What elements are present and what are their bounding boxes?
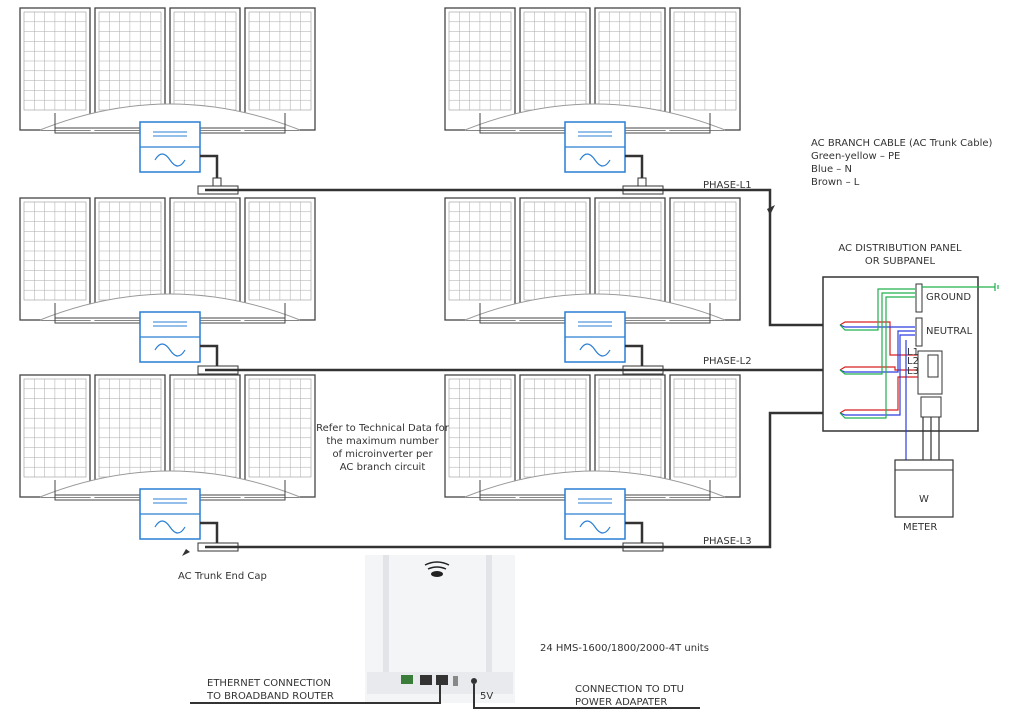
solar-panel — [19, 197, 91, 321]
phase-l1-label: PHASE-L1 — [703, 180, 752, 191]
phase-l3-label: PHASE-L3 — [703, 536, 752, 547]
wifi-icon — [424, 561, 450, 570]
solar-panel — [444, 7, 516, 131]
note-line: Refer to Technical Data for — [316, 423, 449, 434]
voltage-label: 5V — [480, 691, 494, 702]
phase-l2-label: PHASE-L2 — [703, 356, 752, 367]
solar-panel — [669, 197, 741, 321]
technical-note: Refer to Technical Data for the maximum … — [310, 422, 455, 474]
note-line: AC branch circuit — [339, 462, 426, 473]
trunk-phase-l3 — [205, 411, 840, 549]
neutral-bus — [915, 317, 923, 347]
solar-panel — [669, 7, 741, 131]
ac-wave-icon — [154, 343, 186, 357]
ethernet-label: ETHERNET CONNECTION TO BROADBAND ROUTER — [207, 677, 334, 703]
ac-wave-icon — [579, 520, 611, 534]
arrow-icon — [767, 205, 775, 215]
ethernet-port-2 — [436, 675, 448, 685]
note-line: of microinverter per — [332, 449, 433, 460]
legend-l: Brown – L — [811, 177, 860, 188]
ac-wave-icon — [154, 520, 186, 534]
l1-label: L1 — [907, 347, 919, 358]
pv-array — [444, 197, 741, 375]
units-label: 24 HMS-1600/1800/2000-4T units — [540, 643, 709, 654]
legend-title: AC BRANCH CABLE (AC Trunk Cable) — [811, 138, 993, 149]
legend-n: Blue – N — [811, 164, 852, 175]
ac-trunk-cables — [205, 188, 840, 549]
meter-symbol: W — [919, 494, 929, 505]
antenna-left — [383, 555, 389, 685]
solar-panel — [244, 7, 316, 131]
pv-array — [444, 7, 741, 195]
panel-title-1: AC DISTRIBUTION PANEL — [838, 243, 962, 254]
l2-label: L2 — [907, 356, 919, 367]
neutral-label: NEUTRAL — [926, 326, 973, 337]
end-cap-arrow-icon — [182, 549, 190, 556]
solar-panel — [444, 197, 516, 321]
pv-array — [19, 374, 316, 552]
usb-port — [453, 676, 458, 686]
ethernet-line: TO BROADBAND ROUTER — [207, 691, 334, 702]
pv-array — [19, 7, 316, 195]
microinverter — [139, 311, 201, 363]
note-line: the maximum number — [326, 436, 439, 447]
pv-array — [19, 197, 316, 375]
panel-title-2: OR SUBPANEL — [864, 256, 936, 267]
ac-wave-icon — [579, 343, 611, 357]
ground-label: GROUND — [926, 292, 971, 303]
ethernet-port — [420, 675, 432, 685]
solar-panel — [19, 7, 91, 131]
solar-panel — [669, 374, 741, 498]
ethernet-line: ETHERNET CONNECTION — [207, 678, 331, 689]
dtu-device — [190, 555, 700, 709]
solar-panel — [244, 197, 316, 321]
pv-arrays — [19, 7, 741, 552]
ac-wave-icon — [154, 153, 186, 167]
microinverter — [564, 311, 626, 363]
solar-panel — [444, 374, 516, 498]
microinverter — [564, 488, 626, 540]
distribution-panel: GROUND NEUTRAL L1 L2 L3 — [822, 276, 999, 460]
dtu-line: CONNECTION TO DTU — [575, 684, 684, 695]
cable-legend: AC BRANCH CABLE (AC Trunk Cable) Green-y… — [811, 137, 992, 189]
dtu-line: POWER ADAPATER — [575, 697, 668, 708]
microinverter — [564, 121, 626, 173]
end-cap-label: AC Trunk End Cap — [178, 571, 267, 582]
power-port — [471, 678, 477, 684]
legend-pe: Green-yellow – PE — [811, 151, 901, 162]
meter-label: METER — [903, 522, 938, 533]
trunk-phase-l1 — [205, 188, 840, 327]
antenna-right — [486, 555, 492, 685]
dtu-power-label: CONNECTION TO DTU POWER ADAPATER — [575, 683, 684, 709]
panel-title: AC DISTRIBUTION PANEL OR SUBPANEL — [830, 242, 970, 268]
microinverter — [139, 121, 201, 173]
l3-label: L3 — [907, 366, 919, 377]
solar-panel — [19, 374, 91, 498]
solar-panel — [244, 374, 316, 498]
ac-wave-icon — [579, 153, 611, 167]
microinverter — [139, 488, 201, 540]
ground-bus — [915, 283, 923, 313]
pv-array — [444, 374, 741, 552]
meter: W — [894, 459, 954, 518]
